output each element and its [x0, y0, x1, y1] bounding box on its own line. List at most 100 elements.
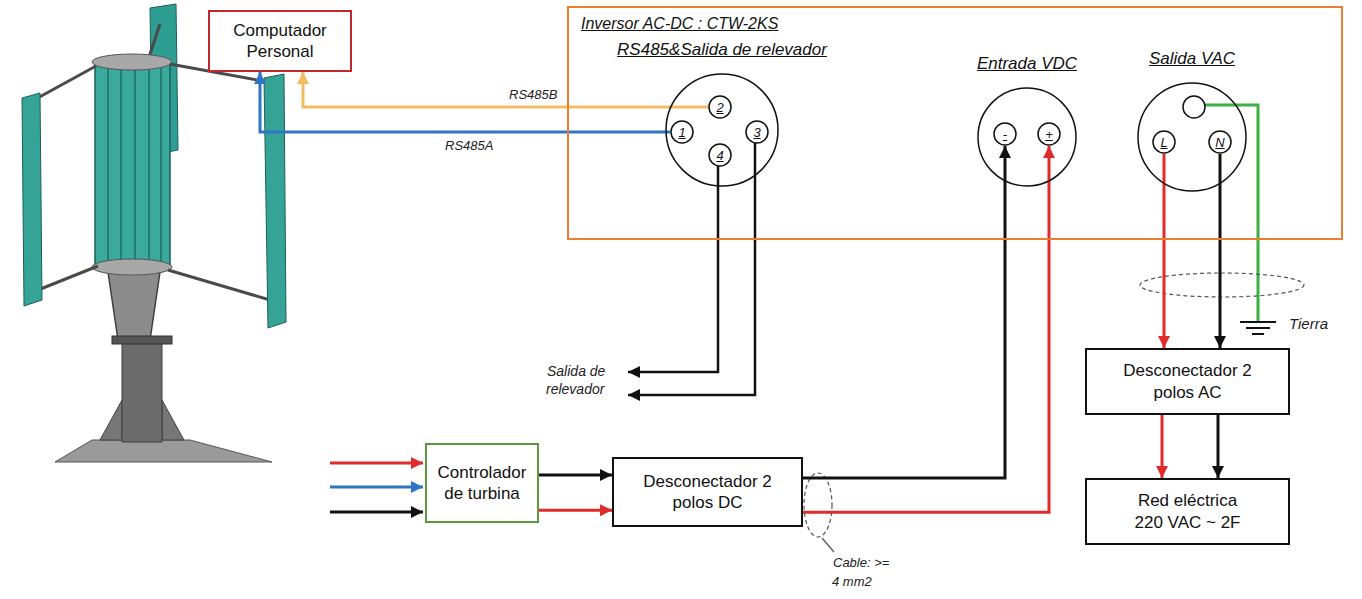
wire-connector [539, 509, 612, 512]
wire-connector [1163, 154, 1166, 348]
ground-pin [1183, 96, 1205, 118]
cable-note: Cable: >= 4 mm2 [832, 553, 896, 591]
signal-label: RS485B [508, 85, 558, 103]
pin-outline [708, 143, 732, 167]
turbine-hub-frame [108, 272, 160, 340]
circle-outline [666, 74, 778, 186]
connector-pin: N [1208, 130, 1232, 154]
pin-outline [708, 95, 732, 119]
connector-pin: 1 [670, 120, 694, 144]
wire-connector [1161, 415, 1164, 478]
signal-label: RS485A [444, 136, 494, 154]
pin-outline [1037, 122, 1061, 146]
leader-line [822, 538, 834, 552]
connector-pin: 2 [708, 95, 732, 119]
wire-connector [803, 146, 1049, 512]
grid-box: Red eléctrica 220 VAC ~ 2F [1085, 478, 1290, 545]
signal-name: RS485A [444, 138, 494, 153]
circle-outline [746, 121, 768, 143]
wind-turbine [22, 4, 286, 462]
connector-pin: 4 [708, 143, 732, 167]
pin-outline [670, 120, 694, 144]
node-text: Entrada VDC [977, 54, 1077, 74]
controller-inputs [330, 463, 423, 512]
connector-heading: Entrada VDC [977, 54, 1077, 74]
connector-outline [1137, 82, 1247, 192]
turbine-blade [22, 93, 42, 306]
pin-number: + [1045, 128, 1053, 141]
connector-heading: RS485&Salida de relevador [617, 40, 827, 60]
relay-output-label: Salida de relevador [546, 362, 624, 398]
node-text: Computador Personal [216, 20, 344, 63]
circle-outline [1138, 83, 1246, 191]
node-text: Salida VAC [1149, 49, 1235, 69]
circle-outline [1209, 131, 1231, 153]
rs485-connector: 2134RS485&Salida de relevador [665, 73, 779, 187]
turbine-arms [34, 64, 270, 300]
wire-connector [803, 146, 1005, 478]
ground-label: Tierra [1288, 314, 1329, 334]
pin-outline [745, 120, 769, 144]
signal-name: RS485B [508, 87, 558, 102]
pin-number: 3 [753, 126, 760, 139]
pin-number: - [1003, 128, 1007, 141]
pin-outline [1152, 130, 1176, 154]
relay-output-label: Salida de relevador [546, 363, 605, 397]
circle-outline [994, 123, 1016, 145]
controller-box: Controlador de turbina [425, 443, 539, 523]
connector-pin: L [1152, 130, 1176, 154]
node-text: Desconectador 2 polos DC [643, 471, 773, 514]
rotor-plate [92, 259, 172, 275]
connector-pin: 3 [745, 120, 769, 144]
connector-heading: Salida VAC [1149, 49, 1235, 69]
disconnect-box: Desconectador 2 polos AC [1085, 348, 1290, 415]
connector-pin: - [993, 122, 1017, 146]
pin-number: 1 [678, 126, 685, 139]
rotor-plate [92, 54, 172, 70]
turbine-base [55, 440, 272, 462]
node-text: Inversor AC-DC : CTW-2KS [581, 15, 778, 33]
wire-connector [260, 72, 670, 132]
cable-bundle-mark [804, 473, 832, 537]
pin-number: 2 [716, 101, 723, 114]
pin-number: 4 [716, 149, 723, 162]
turbine-pole [122, 340, 162, 442]
pin-number: L [1160, 136, 1167, 149]
circle-outline [1153, 131, 1175, 153]
pin-outline [993, 122, 1017, 146]
base-gusset [100, 400, 122, 440]
turbine-blade [264, 74, 286, 328]
dc-input-connector: -+Entrada VDC [977, 87, 1077, 187]
rotor-vanes [108, 64, 161, 264]
wire-connector [1219, 154, 1222, 348]
node-text: Desconectador 2 polos AC [1123, 360, 1253, 403]
node-text: RS485&Salida de relevador [617, 40, 827, 60]
relay-output-wires [628, 142, 755, 395]
circle-outline [709, 144, 731, 166]
base-gusset [162, 400, 184, 440]
inverter-housing: 2 1 3 4 RS485&Salida de relevador - + Entrada V… [567, 6, 1343, 240]
connector-pin: + [1037, 122, 1061, 146]
ground-label: Tierra [1288, 315, 1329, 332]
pin-outline [1208, 130, 1232, 154]
computer-box: Computador Personal [208, 10, 352, 72]
connector-outline [977, 87, 1077, 187]
ground-wire [1203, 105, 1276, 334]
cable-note: Cable: >= 4 mm2 [832, 555, 889, 589]
circle-outline [978, 88, 1076, 186]
circle-outline [1038, 123, 1060, 145]
node-text: Red eléctrica 220 VAC ~ 2F [1123, 490, 1253, 533]
connector-outline [665, 73, 779, 187]
circle-outline [671, 121, 693, 143]
circle-outline [709, 96, 731, 118]
wire-connector [1217, 415, 1220, 478]
wire-connector [303, 72, 708, 107]
ac-output-connector: LNSalida VAC [1137, 82, 1247, 192]
pin-number: N [1215, 136, 1224, 149]
wire-connector [539, 474, 612, 477]
